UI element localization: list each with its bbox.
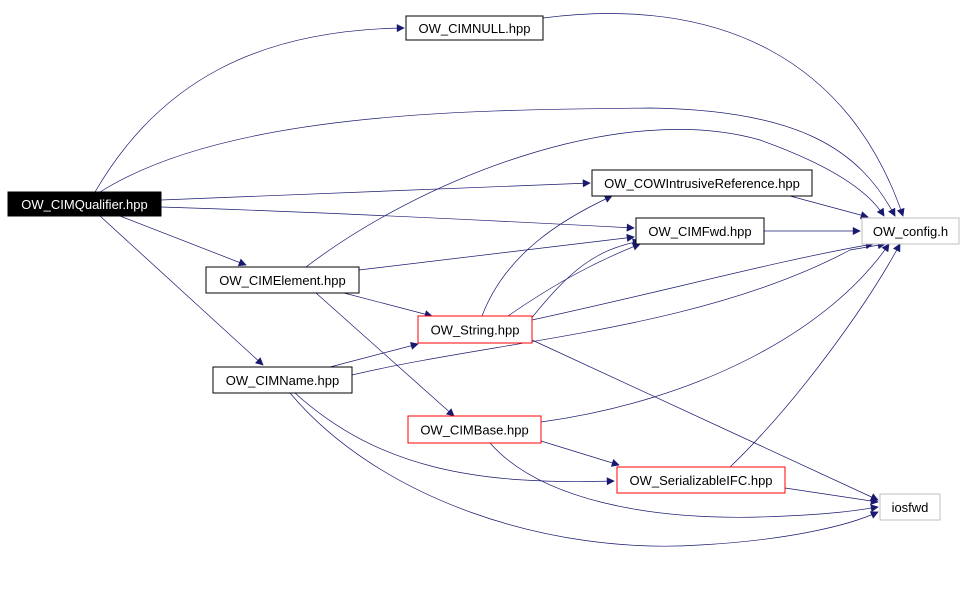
node-label-string: OW_String.hpp: [431, 323, 520, 338]
edge-serial-config: [729, 243, 901, 468]
node-box-name: [212, 366, 353, 394]
edge-name-config: [351, 241, 886, 376]
node-cowref[interactable]: OW_COWIntrusiveReference.hpp: [591, 169, 813, 197]
edge-element-string: [343, 292, 433, 319]
edge-string-iosfwd: [531, 339, 879, 501]
edge-element-base: [315, 292, 455, 417]
node-serial[interactable]: OW_SerializableIFC.hpp: [616, 466, 786, 494]
edge-name-serial: [294, 392, 615, 486]
edge-cimnull-config: [542, 13, 905, 217]
node-box-string: [417, 315, 533, 344]
edge-qualifier-cimfwd: [160, 206, 635, 232]
edge-element-cimfwd: [358, 233, 635, 271]
node-box-qualifier: [7, 191, 162, 217]
edge-base-serial: [540, 440, 620, 467]
node-label-name: OW_CIMName.hpp: [226, 373, 339, 388]
node-cimnull[interactable]: OW_CIMNULL.hpp: [405, 15, 544, 41]
edge-qualifier-cowref: [160, 179, 591, 201]
node-box-base: [407, 415, 542, 444]
edge-cowref-config: [789, 195, 869, 219]
node-box-config: [861, 217, 960, 245]
edges-layer: [94, 13, 905, 547]
edge-qualifier-name: [99, 215, 264, 366]
node-label-config: OW_config.h: [873, 224, 948, 239]
node-label-cimfwd: OW_CIMFwd.hpp: [648, 224, 751, 239]
node-qualifier[interactable]: OW_CIMQualifier.hpp: [7, 191, 162, 217]
edge-base-config: [540, 243, 890, 423]
node-label-cimnull: OW_CIMNULL.hpp: [419, 21, 531, 36]
edge-qualifier-element: [119, 215, 247, 267]
edge-string-cimfwd-a: [507, 242, 641, 317]
node-base[interactable]: OW_CIMBase.hpp: [407, 415, 542, 444]
node-box-element: [205, 266, 360, 294]
node-element[interactable]: OW_CIMElement.hpp: [205, 266, 360, 294]
node-label-serial: OW_SerializableIFC.hpp: [629, 473, 772, 488]
edge-string-cowref: [481, 195, 613, 317]
node-box-cowref: [591, 169, 813, 197]
edge-name-iosfwd: [289, 392, 879, 547]
node-iosfwd[interactable]: iosfwd: [879, 493, 941, 521]
node-config[interactable]: OW_config.h: [861, 217, 960, 245]
node-cimfwd[interactable]: OW_CIMFwd.hpp: [635, 217, 765, 245]
node-string[interactable]: OW_String.hpp: [417, 315, 533, 344]
node-name[interactable]: OW_CIMName.hpp: [212, 366, 353, 394]
node-box-cimnull: [405, 15, 544, 41]
edge-serial-iosfwd: [784, 487, 879, 505]
edge-name-string: [329, 341, 419, 368]
nodes-layer: OW_CIMQualifier.hpp OW_CIMNULL.hppOW_COWI…: [7, 15, 960, 521]
node-label-base: OW_CIMBase.hpp: [420, 423, 528, 438]
node-box-serial: [616, 466, 786, 494]
edge-string-cimfwd-b: [529, 238, 641, 321]
node-label-qualifier: OW_CIMQualifier.hpp: [21, 197, 147, 212]
node-box-cimfwd: [635, 217, 765, 245]
edge-element-config: [305, 129, 885, 268]
edge-base-iosfwd: [489, 442, 879, 518]
edge-qualifier-config-a: [99, 107, 896, 217]
node-label-element: OW_CIMElement.hpp: [219, 273, 345, 288]
node-box-iosfwd: [879, 493, 941, 521]
node-label-cowref: OW_COWIntrusiveReference.hpp: [604, 176, 800, 191]
edge-string-config: [531, 241, 874, 321]
node-label-iosfwd: iosfwd: [892, 500, 929, 515]
edge-qualifier-cimnull: [94, 24, 405, 193]
